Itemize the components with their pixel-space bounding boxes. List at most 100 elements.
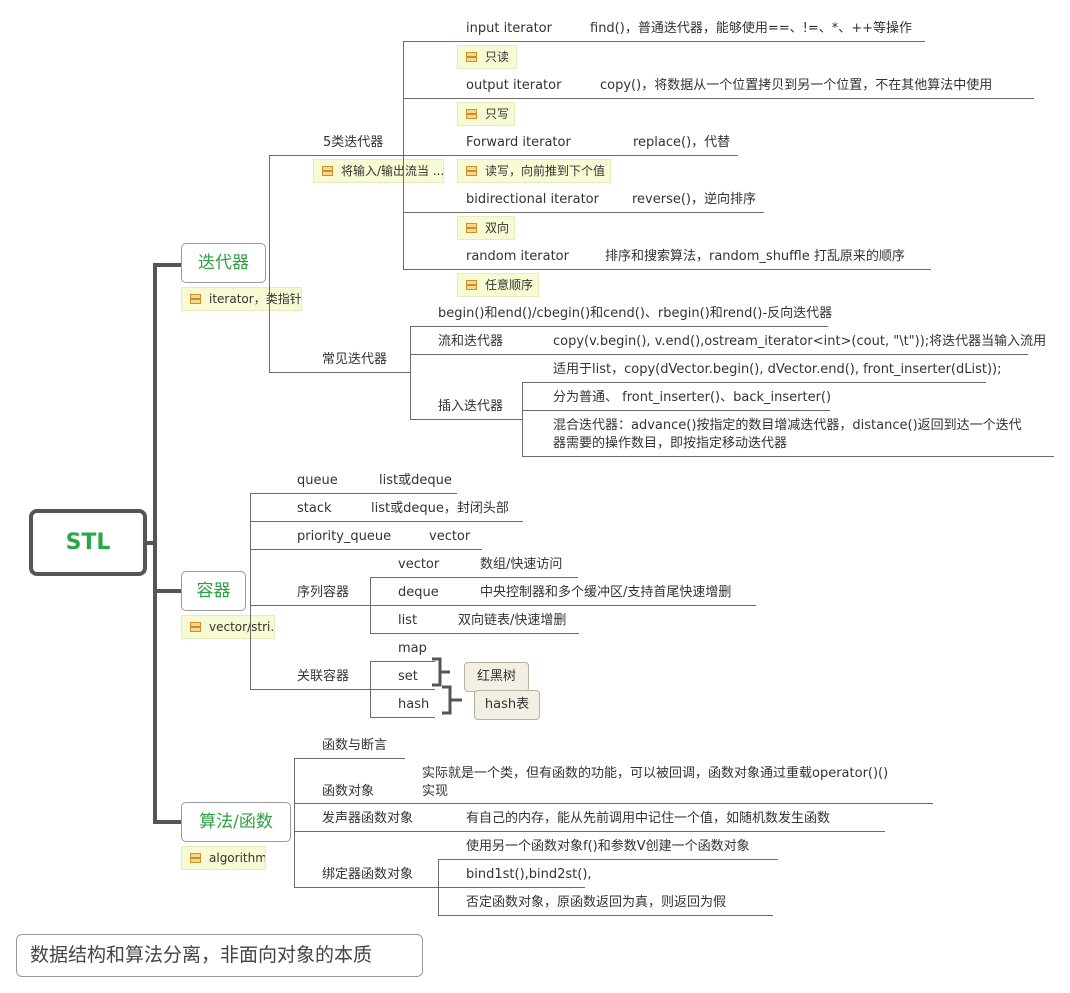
- summary-red-black-tree[interactable]: 红黑树: [464, 662, 529, 692]
- stream-iterator-desc[interactable]: copy(v.begin(), v.end(),ostream_iterator…: [553, 334, 1047, 349]
- note-write-only[interactable]: 只写: [457, 102, 515, 126]
- line-binder-2: [438, 887, 585, 888]
- list-name[interactable]: list: [398, 613, 418, 628]
- note-icon: [466, 166, 477, 176]
- root-connector: [147, 541, 156, 545]
- note-read-write[interactable]: 读写，向前推到下个值: [457, 159, 611, 183]
- random-iterator-desc[interactable]: 排序和搜索算法，random_shuffle 打乱原来的顺序: [605, 249, 905, 264]
- topic-iterator[interactable]: 迭代器: [181, 243, 266, 283]
- binder-item-negate[interactable]: 否定函数对象，原函数返回为真，则返回为假: [466, 895, 727, 910]
- deque-desc[interactable]: 中央控制器和多个缓冲区/支持首尾快速增删: [480, 585, 732, 600]
- note-text: 任意顺序: [485, 278, 534, 292]
- input-iterator-desc[interactable]: find()，普通迭代器，能够使用==、!=、*、++等操作: [590, 21, 912, 36]
- line-stream-iterator: [410, 354, 1028, 355]
- line-binder-3: [438, 915, 773, 916]
- priority-queue-desc[interactable]: vector: [429, 529, 471, 544]
- line-stack: [250, 521, 523, 522]
- func-obj-label[interactable]: 函数对象: [322, 784, 375, 799]
- insert-iterator-label[interactable]: 插入迭代器: [438, 399, 504, 414]
- line-binder-1: [438, 859, 778, 860]
- summary-brackets: [432, 657, 462, 715]
- topic-associative-containers[interactable]: 关联容器: [297, 669, 350, 684]
- note-icon: [190, 622, 201, 632]
- line-deque: [370, 605, 756, 606]
- topic-container[interactable]: 容器: [181, 571, 246, 611]
- binder-label[interactable]: 绑定器函数对象: [322, 867, 414, 882]
- binder-item-create[interactable]: 使用另一个函数对象f()和参数V创建一个函数对象: [466, 839, 750, 854]
- note-read-only[interactable]: 只读: [457, 45, 517, 69]
- note-text: 双向: [485, 221, 510, 235]
- priority-queue-name[interactable]: priority_queue: [297, 529, 392, 544]
- note-algorithm[interactable]: algorithm: [181, 846, 266, 870]
- note-five-types[interactable]: 将输入/输出流当 ...: [313, 159, 444, 183]
- output-iterator-name[interactable]: output iterator: [466, 78, 562, 93]
- floating-topic-summary[interactable]: 数据结构和算法分离，非面向对象的本质: [16, 934, 423, 977]
- note-icon: [466, 280, 477, 290]
- queue-desc[interactable]: list或deque: [379, 473, 452, 488]
- topic-five-types[interactable]: 5类迭代器: [323, 135, 384, 150]
- stack-name[interactable]: stack: [297, 501, 332, 516]
- hash-name[interactable]: hash: [398, 697, 430, 712]
- line-list: [370, 633, 579, 634]
- bidirectional-iterator-name[interactable]: bidirectional iterator: [466, 192, 599, 207]
- vector-name[interactable]: vector: [398, 557, 440, 572]
- note-text: algorithm: [209, 851, 266, 865]
- random-iterator-name[interactable]: random iterator: [466, 249, 569, 264]
- map-name[interactable]: map: [398, 641, 427, 656]
- topic-common-iterators[interactable]: 常见迭代器: [322, 352, 388, 367]
- note-text: iterator，类指针: [209, 292, 302, 306]
- binder-item-bind[interactable]: bind1st(),bind2st(),: [466, 867, 592, 882]
- note-icon: [190, 294, 201, 304]
- line-associative: [250, 689, 371, 690]
- branch-line-container: [153, 589, 181, 593]
- container-branch-line: [250, 493, 251, 689]
- func-pred-label[interactable]: 函数与断言: [322, 738, 388, 753]
- note-bidirectional[interactable]: 双向: [457, 216, 515, 240]
- forward-iterator-desc[interactable]: replace()，代替: [633, 135, 731, 150]
- topic-sequence-containers[interactable]: 序列容器: [297, 585, 350, 600]
- line-input-iterator: [403, 41, 925, 42]
- generator-label[interactable]: 发声器函数对象: [322, 811, 414, 826]
- insert-item-list[interactable]: 适用于list，copy(dVector.begin(), dVector.en…: [553, 362, 1002, 377]
- list-desc[interactable]: 双向链表/快速增删: [458, 613, 567, 628]
- line-forward-iterator: [403, 155, 738, 156]
- line-hash: [370, 717, 435, 718]
- stream-iterator-label[interactable]: 流和迭代器: [438, 334, 504, 349]
- func-obj-desc-cont[interactable]: 实现: [422, 784, 449, 799]
- summary-bracket-rb: [432, 657, 450, 687]
- line-priority-queue: [250, 549, 482, 550]
- func-obj-desc[interactable]: 实际就是一个类，但有函数的功能，可以被回调，函数对象通过重载operator()…: [422, 766, 889, 781]
- stack-desc[interactable]: list或deque，封闭头部: [371, 501, 509, 516]
- line-random-iterator: [403, 269, 931, 270]
- insert-item-mixed[interactable]: 混合迭代器：advance()按指定的数目增减迭代器，distance()返回到…: [553, 418, 1022, 433]
- note-random-order[interactable]: 任意顺序: [457, 273, 539, 297]
- line-set: [370, 689, 435, 690]
- reverse-iterator-text[interactable]: begin()和end()/cbegin()和cend()、rbegin()和r…: [438, 306, 833, 321]
- branch-line-iterator: [153, 263, 181, 267]
- note-icon: [466, 109, 477, 119]
- note-container[interactable]: vector/stri...: [181, 615, 275, 639]
- input-iterator-name[interactable]: input iterator: [466, 21, 552, 36]
- set-name[interactable]: set: [398, 669, 418, 684]
- forward-iterator-name[interactable]: Forward iterator: [466, 135, 571, 150]
- summary-hash-table[interactable]: hash表: [474, 690, 540, 720]
- note-iterator[interactable]: iterator，类指针: [181, 287, 302, 311]
- generator-desc[interactable]: 有自己的内存，能从先前调用中记住一个值，如随机数发生函数: [466, 811, 831, 826]
- topic-algorithm[interactable]: 算法/函数: [181, 802, 291, 842]
- insert-item-mixed-cont[interactable]: 器需要的操作数目，即按指定移动迭代器: [553, 436, 788, 451]
- note-text: 读写，向前推到下个值: [485, 164, 606, 178]
- queue-name[interactable]: queue: [297, 473, 338, 488]
- vector-desc[interactable]: 数组/快速访问: [480, 557, 563, 572]
- output-iterator-desc[interactable]: copy()，将数据从一个位置拷贝到另一个位置，不在其他算法中使用: [600, 78, 993, 93]
- bidirectional-iterator-desc[interactable]: reverse()，逆向排序: [632, 192, 757, 207]
- branch-line-algorithm: [153, 820, 181, 824]
- line-vector: [370, 577, 578, 578]
- root-node[interactable]: STL: [29, 509, 147, 576]
- line-generator: [294, 831, 885, 832]
- line-reverse-iterator: [410, 326, 828, 327]
- deque-name[interactable]: deque: [398, 585, 439, 600]
- insert-item-kinds[interactable]: 分为普通、 front_inserter()、back_inserter(): [553, 390, 832, 405]
- line-map: [370, 661, 435, 662]
- note-icon: [466, 223, 477, 233]
